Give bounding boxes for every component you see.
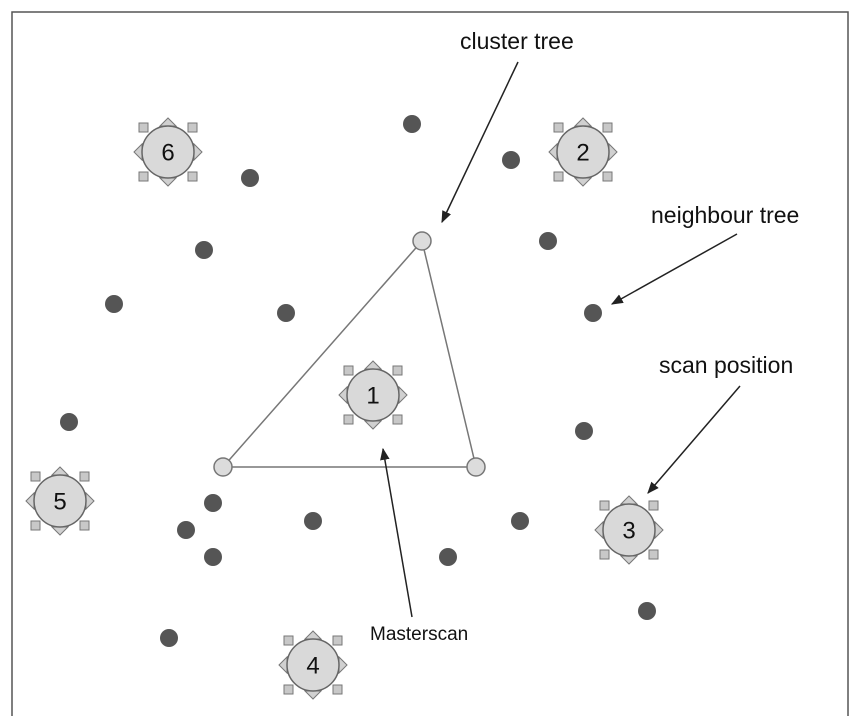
scan-position-annotation-label: scan position <box>659 352 793 378</box>
cluster-tree <box>412 231 432 251</box>
neighbour-tree <box>511 512 529 530</box>
scan-position-1: 1 <box>338 360 408 430</box>
neighbour-tree <box>584 304 602 322</box>
diagram-frame <box>11 11 849 721</box>
neighbour-tree <box>502 151 520 169</box>
scan-position-label: 2 <box>576 140 589 167</box>
scan-position-label: 1 <box>366 383 379 410</box>
neighbour-tree <box>638 602 656 620</box>
neighbour-tree <box>204 548 222 566</box>
cluster-trees <box>213 231 486 477</box>
neighbour-tree <box>241 169 259 187</box>
scan-position-6: 6 <box>133 117 203 187</box>
neighbour-trees <box>60 115 656 647</box>
neighbour-tree <box>60 413 78 431</box>
scan-position-2: 2 <box>548 117 618 187</box>
neighbour-tree <box>177 521 195 539</box>
scan-position-label: 4 <box>306 653 319 680</box>
scan-position-5: 5 <box>25 466 95 536</box>
masterscan-label: Masterscan <box>370 624 468 645</box>
neighbour-tree-arrow <box>610 233 738 305</box>
scan-position-4: 4 <box>278 630 348 700</box>
neighbour-tree-label: neighbour tree <box>651 202 799 228</box>
scan-position-label: 3 <box>622 518 635 545</box>
neighbour-tree <box>403 115 421 133</box>
neighbour-tree <box>277 304 295 322</box>
scan-position-label: 5 <box>53 489 66 516</box>
masterscan-arrow <box>380 447 413 618</box>
scan-position-arrow <box>647 385 741 494</box>
neighbour-tree <box>160 629 178 647</box>
cluster-tree <box>466 457 486 477</box>
neighbour-tree <box>204 494 222 512</box>
cluster-triangle <box>221 239 477 468</box>
scan-position-3: 3 <box>594 495 664 565</box>
neighbour-tree <box>439 548 457 566</box>
neighbour-tree <box>575 422 593 440</box>
cluster-tree-arrow <box>441 61 519 224</box>
cluster-tree-label: cluster tree <box>460 28 574 54</box>
cluster-tree <box>213 457 233 477</box>
neighbour-tree <box>195 241 213 259</box>
neighbour-tree <box>539 232 557 250</box>
neighbour-tree <box>105 295 123 313</box>
neighbour-tree <box>304 512 322 530</box>
scan-position-label: 6 <box>161 140 174 167</box>
